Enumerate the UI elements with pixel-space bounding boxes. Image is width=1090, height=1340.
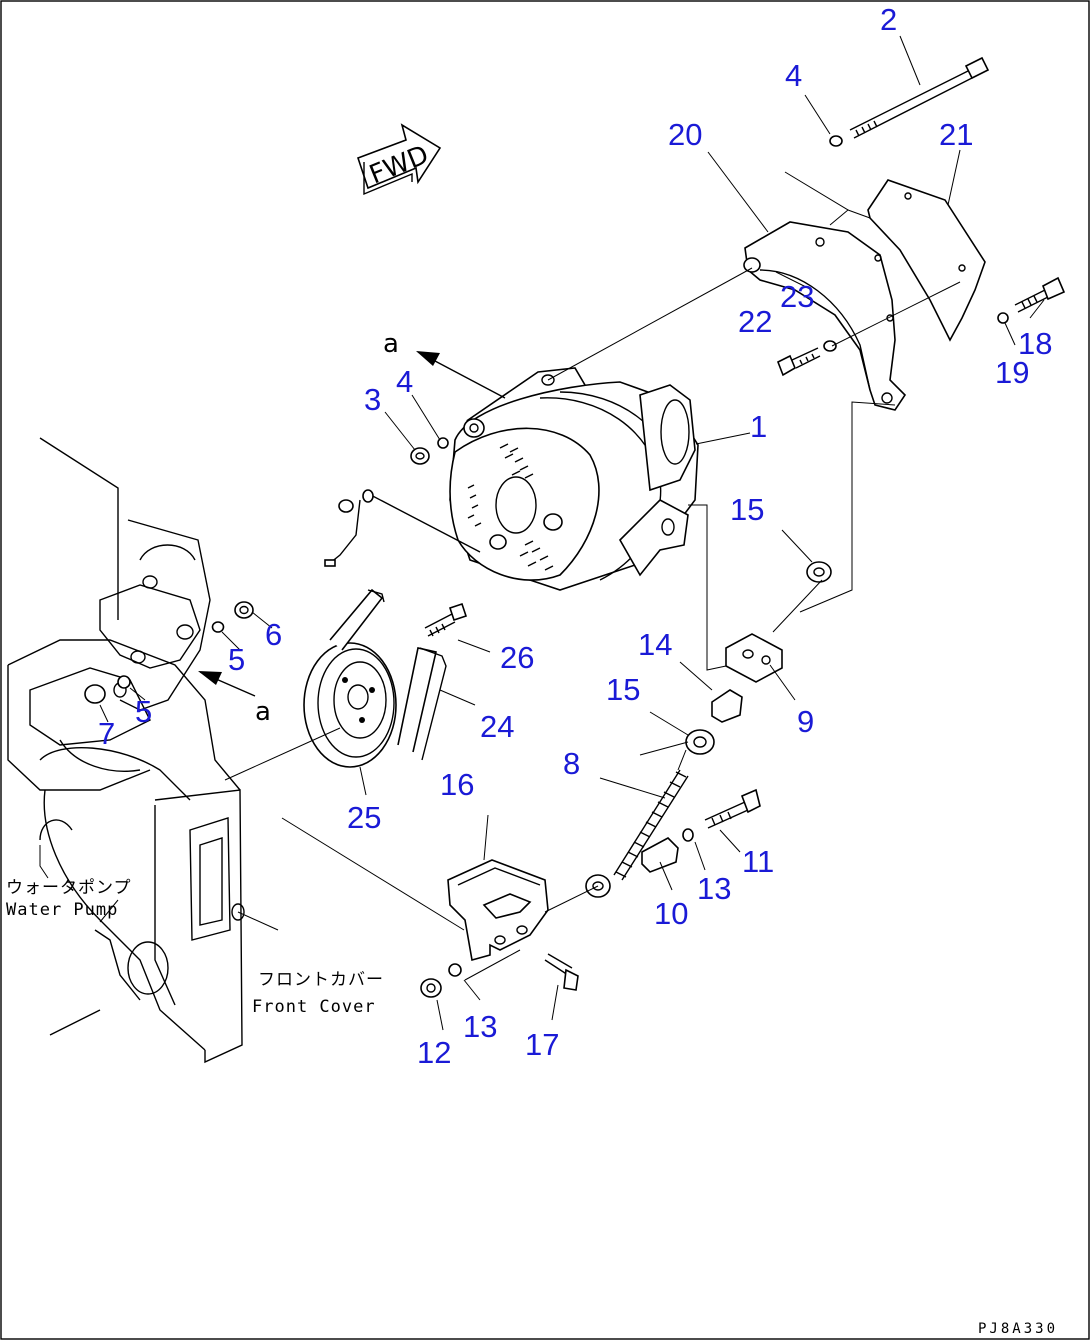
callout-7: 7	[98, 716, 115, 751]
part-14-sleeve	[711, 689, 743, 723]
assembly-lines	[224, 171, 961, 981]
part-23-washer	[823, 340, 837, 352]
label-water-pump-en: Water Pump	[6, 900, 118, 920]
callout-9: 9	[797, 704, 814, 739]
engine-block	[7, 437, 254, 1064]
callout-5b: 5	[135, 694, 152, 729]
callouts: 1 2 3 4 4 5 5 6 7 8 9 10 11 12 13 13 14 …	[98, 2, 1052, 1070]
part-11-bolt	[704, 788, 761, 829]
callout-13a: 13	[697, 871, 731, 906]
callout-16: 16	[440, 767, 474, 802]
callout-24: 24	[480, 709, 514, 744]
callout-10: 10	[654, 896, 688, 931]
label-front-cover-jp: フロントカバー	[258, 970, 384, 990]
callout-17: 17	[525, 1027, 559, 1062]
callout-21: 21	[939, 117, 973, 152]
part-21-cover	[867, 179, 986, 342]
callout-12: 12	[417, 1035, 451, 1070]
part-12-nut	[420, 978, 442, 998]
part-26-bolt	[424, 602, 468, 637]
part-5-dowel-lower	[117, 675, 131, 689]
callout-5a: 5	[228, 642, 245, 677]
label-front-cover-en: Front Cover	[252, 997, 376, 1017]
part-1-alternator	[449, 367, 699, 591]
callout-25: 25	[347, 800, 381, 835]
callout-8: 8	[563, 746, 580, 781]
callout-6: 6	[265, 617, 282, 652]
part-8-rod	[585, 769, 689, 898]
label-water-pump-jp: ウォータポンプ	[6, 878, 132, 898]
view-marker-a-upper: a	[383, 329, 399, 359]
callout-11: 11	[742, 844, 774, 879]
part-20-duct	[743, 221, 907, 411]
callout-20: 20	[668, 117, 702, 152]
callout-18: 18	[1018, 326, 1052, 361]
part-13-washer-lower	[448, 963, 462, 977]
callout-2: 2	[880, 2, 897, 37]
callout-13b: 13	[463, 1009, 497, 1044]
part-5-dowel-upper	[211, 621, 225, 633]
leader-lines	[99, 35, 1045, 1031]
callout-4a: 4	[785, 58, 802, 93]
part-24-belt	[329, 588, 447, 761]
callout-15b: 15	[606, 672, 640, 707]
callout-15a: 15	[730, 492, 764, 527]
part-4-washer-upper	[829, 135, 843, 147]
part-2-bolt	[849, 56, 990, 139]
part-22-bolt	[776, 347, 821, 377]
part-15-spacer-lower	[685, 729, 715, 755]
part-19-washer	[997, 312, 1009, 324]
part-16-bracket	[447, 859, 549, 962]
part-15-spacer-upper	[806, 561, 832, 583]
part-3-nut	[410, 447, 430, 465]
part-25-pulley	[303, 642, 397, 768]
part-9-block	[725, 633, 783, 683]
part-10-spacer	[641, 837, 679, 873]
callout-19: 19	[995, 355, 1029, 390]
view-marker-a-lower: a	[255, 697, 271, 727]
callout-22: 22	[738, 304, 772, 339]
callout-23: 23	[780, 279, 814, 314]
part-18-bolt	[1014, 276, 1066, 313]
part-17-bolt	[544, 953, 579, 991]
part-6-spacer	[234, 601, 254, 619]
callout-4b: 4	[396, 364, 413, 399]
callout-3: 3	[364, 382, 381, 417]
fwd-direction-arrow: FWD	[356, 123, 442, 196]
drawing-code: PJ8A330	[978, 1321, 1058, 1337]
callout-1: 1	[750, 409, 767, 444]
callout-14: 14	[638, 627, 672, 662]
part-4-washer	[437, 437, 449, 449]
part-13-washer-upper	[682, 828, 694, 842]
part-7-bushing	[84, 684, 106, 704]
callout-26: 26	[500, 640, 534, 675]
